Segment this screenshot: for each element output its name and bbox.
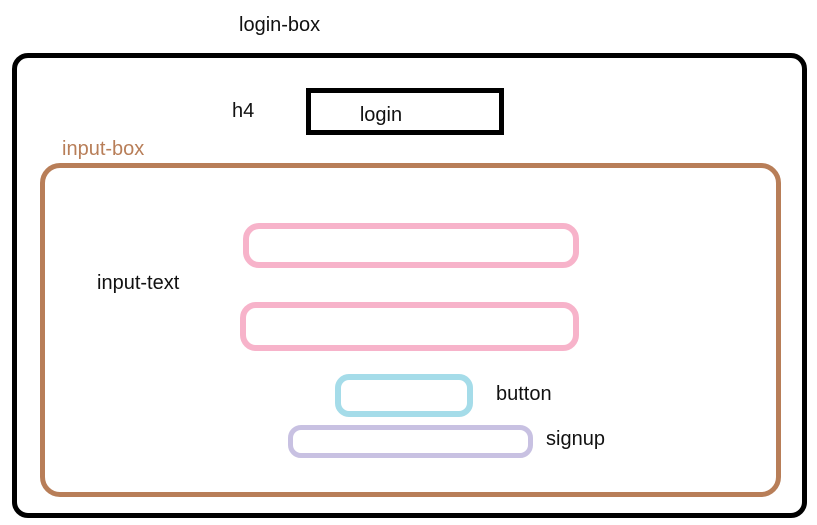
login-button[interactable] bbox=[335, 374, 473, 417]
login-box-label: login-box bbox=[239, 14, 321, 36]
login-heading: login bbox=[306, 88, 504, 135]
button-label: button bbox=[496, 383, 552, 405]
input-box: input-text button signup bbox=[40, 163, 781, 497]
login-box: h4 login input-box input-text button sig… bbox=[12, 53, 807, 518]
h4-label: h4 bbox=[232, 100, 255, 122]
signup-link[interactable] bbox=[288, 425, 533, 458]
signup-label: signup bbox=[546, 428, 605, 450]
input-text-field-2[interactable] bbox=[240, 302, 579, 351]
input-box-label: input-box bbox=[62, 138, 145, 160]
input-text-field-1[interactable] bbox=[243, 223, 579, 268]
input-text-label: input-text bbox=[97, 272, 180, 294]
